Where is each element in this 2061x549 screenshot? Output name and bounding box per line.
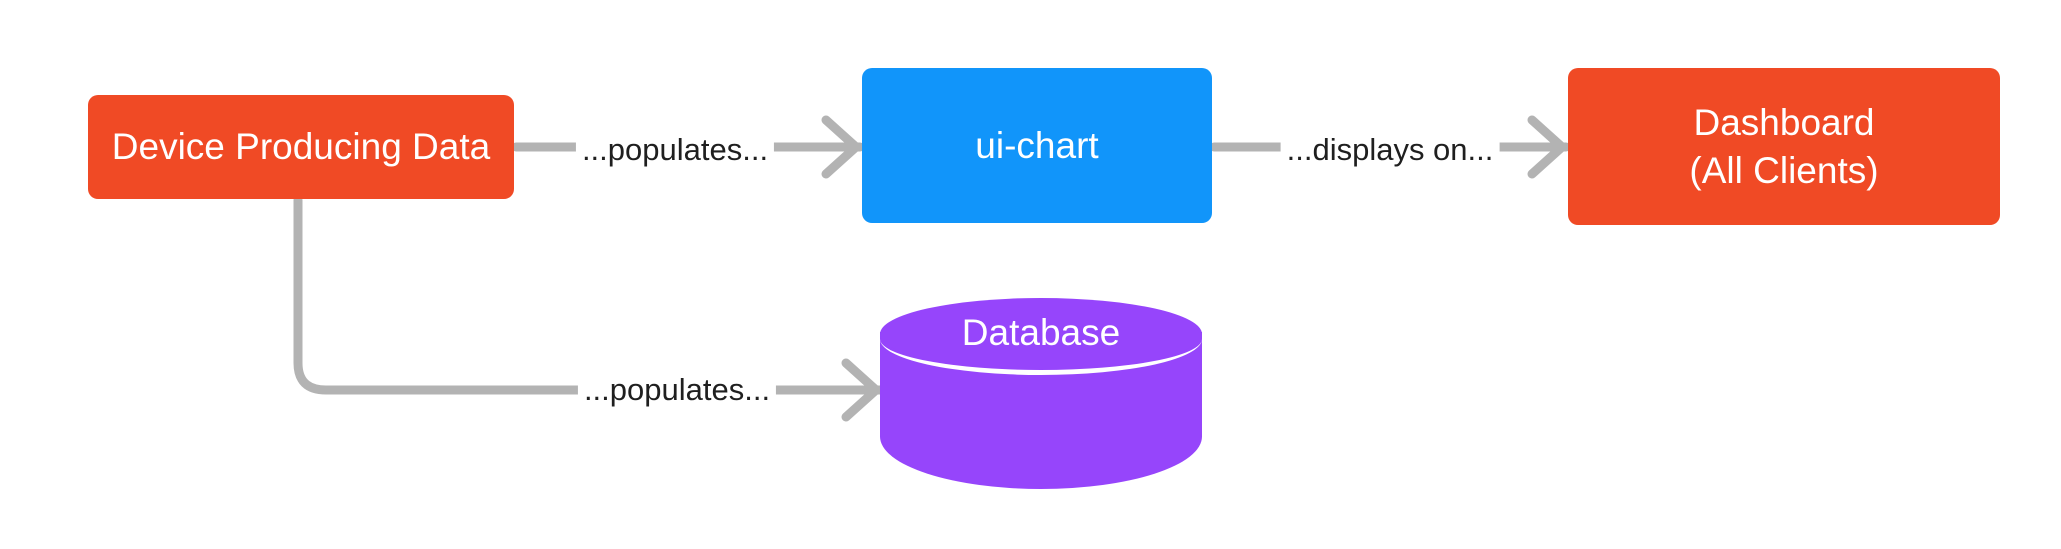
cylinder-rim-shape (880, 303, 1202, 375)
node-dashboard[interactable]: Dashboard (All Clients) (1568, 68, 2000, 225)
edge-label-displays-on: ...displays on... (1280, 132, 1500, 168)
node-device-producing-data-label: Device Producing Data (111, 126, 491, 168)
node-dashboard-label: Dashboard (All Clients) (1689, 102, 1879, 191)
node-ui-chart[interactable]: ui-chart (862, 68, 1212, 223)
node-database-label: Database (961, 312, 1121, 353)
edge-label-populates-database: ...populates... (577, 372, 777, 408)
node-device-producing-data[interactable]: Device Producing Data (88, 95, 514, 199)
node-ui-chart-label: ui-chart (975, 124, 1099, 166)
edge-label-populates-chart: ...populates... (575, 132, 775, 168)
arrowhead-icon (821, 115, 861, 179)
node-database[interactable]: Database (880, 298, 1202, 489)
edge-device-to-database (293, 195, 885, 422)
arrowhead-icon (1527, 115, 1567, 179)
arrowhead-icon (841, 358, 881, 422)
